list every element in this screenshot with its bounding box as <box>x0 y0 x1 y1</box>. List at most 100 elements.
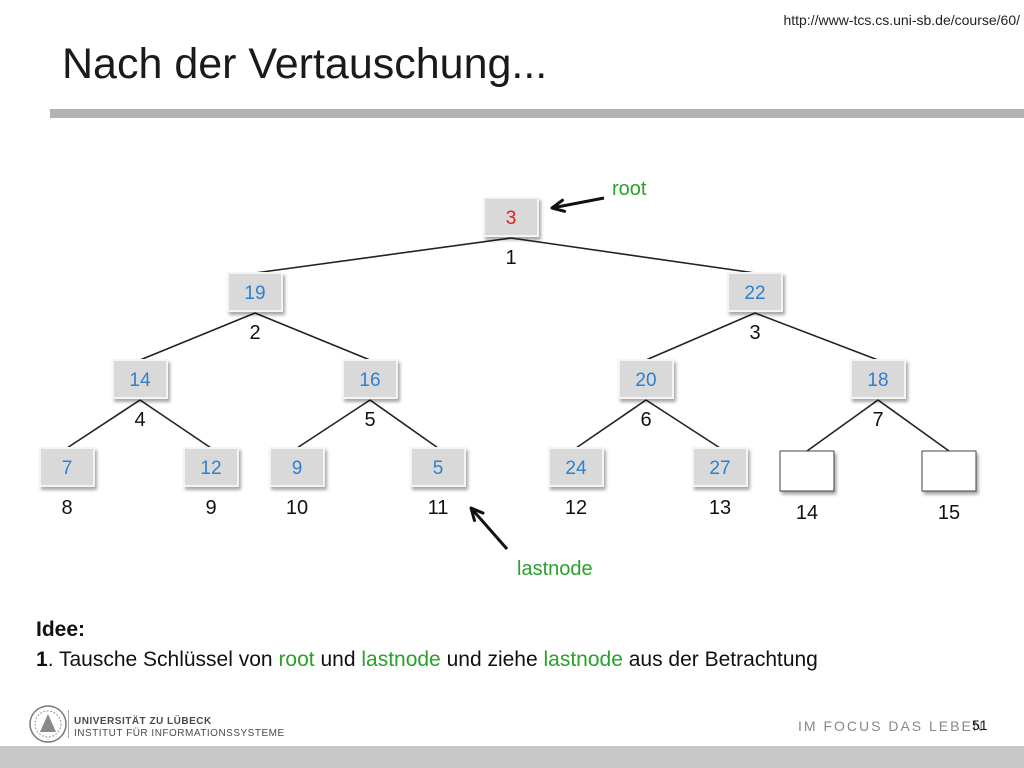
node-key: 16 <box>359 370 380 391</box>
node-box <box>269 447 325 487</box>
tree-edge <box>645 312 756 361</box>
heap-node: 5 11 <box>410 447 466 519</box>
node-key: 18 <box>867 370 888 391</box>
node-key: 27 <box>709 458 730 479</box>
node-box <box>227 272 283 312</box>
node-index: 12 <box>565 497 587 519</box>
idea-step-1: 1. Tausche Schlüssel von root und lastno… <box>36 648 818 672</box>
lastnode-label: lastnode <box>517 558 593 580</box>
tree-edge <box>254 237 512 274</box>
node-key: 14 <box>129 370 151 391</box>
idea-step-number: 1 <box>36 648 48 671</box>
tree-edge <box>510 237 756 274</box>
node-index: 13 <box>709 497 731 519</box>
node-box <box>483 197 539 237</box>
node-index: 2 <box>249 322 260 344</box>
heap-node: 78 <box>39 447 95 519</box>
node-index: 6 <box>640 409 651 431</box>
institute-name: INSTITUT FÜR INFORMATIONSSYSTEME <box>74 728 285 739</box>
node-index: 1 <box>505 247 516 269</box>
title-divider <box>50 109 1024 118</box>
slide-title: Nach der Vertauschung... <box>62 40 548 88</box>
tree-edges <box>66 237 950 452</box>
heap-node: 18 7 <box>850 359 906 431</box>
heap-node: 20 6 <box>618 359 674 431</box>
tree-edge <box>575 399 647 449</box>
idea-text-part: und ziehe <box>440 648 544 671</box>
tree-edge <box>254 312 371 361</box>
node-index: 8 <box>61 497 72 519</box>
node-index: 3 <box>749 322 760 344</box>
node-index: 5 <box>364 409 375 431</box>
idea-text-part: . Tausche Schlüssel von <box>47 648 279 671</box>
idea-lastnode-word: lastnode <box>543 648 623 671</box>
idea-text-part: und <box>314 648 362 671</box>
root-arrow-icon <box>550 196 605 213</box>
tree-edge <box>806 399 879 452</box>
root-label: root <box>612 178 647 200</box>
heap-node: 19 2 <box>227 272 283 344</box>
heap-node: 14 4 <box>112 359 168 431</box>
node-key: 12 <box>200 458 221 479</box>
university-seal-icon <box>29 705 69 743</box>
tree-edge <box>139 399 212 449</box>
node-box <box>342 359 398 399</box>
tree-edge <box>139 312 256 361</box>
empty-node-box <box>921 450 977 492</box>
tree-edge <box>645 399 721 449</box>
node-box <box>112 359 168 399</box>
tree-edge <box>296 399 371 449</box>
node-key: 24 <box>565 458 587 479</box>
node-key: 9 <box>292 458 303 479</box>
node-key: 20 <box>635 370 656 391</box>
heap-node: 27 13 <box>692 447 748 519</box>
source-url[interactable]: http://www-tcs.cs.uni-sb.de/course/60/ <box>783 12 1020 28</box>
idea-lastnode-word: lastnode <box>361 648 441 671</box>
node-box <box>548 447 604 487</box>
node-box <box>39 447 95 487</box>
heap-node: 14 <box>779 450 835 524</box>
heap-node: 31 <box>483 197 539 269</box>
node-key: 22 <box>744 283 765 304</box>
idea-heading: Idee: <box>36 618 86 641</box>
idea-root-word: root <box>278 648 315 671</box>
node-index: 10 <box>286 497 308 519</box>
node-box <box>692 447 748 487</box>
tree-edge <box>66 399 141 449</box>
lastnode-arrow-icon <box>469 506 509 550</box>
node-box <box>410 447 466 487</box>
heap-node: 24 12 <box>548 447 604 519</box>
node-index: 9 <box>205 497 216 519</box>
tree-edge <box>754 312 879 361</box>
tree-pointers: root lastnode <box>469 178 647 580</box>
node-key: 19 <box>244 283 265 304</box>
empty-node-box <box>779 450 835 492</box>
heap-node: 15 <box>921 450 977 524</box>
idea-block: Idee: 1. Tausche Schlüssel von root und … <box>36 618 818 672</box>
node-key: 7 <box>62 458 73 479</box>
node-key: 5 <box>433 458 444 479</box>
node-index: 7 <box>872 409 883 431</box>
heap-node: 22 3 <box>727 272 783 344</box>
footer-bar <box>0 746 1024 768</box>
idea-text-part: aus der Betrachtung <box>622 648 818 671</box>
node-box <box>727 272 783 312</box>
heap-node: 12 9 <box>183 447 239 519</box>
heap-node: 16 5 <box>342 359 398 431</box>
node-index: 14 <box>796 502 818 524</box>
node-key: 3 <box>506 208 517 229</box>
heap-node: 9 10 <box>269 447 325 519</box>
node-index: 11 <box>428 497 449 519</box>
university-title: UNIVERSITÄT ZU LÜBECK <box>74 716 212 727</box>
node-box <box>618 359 674 399</box>
university-name: UNIVERSITÄT ZU LÜBECK INSTITUT FÜR INFOR… <box>74 716 285 740</box>
slogan: IM FOCUS DAS LEBEN <box>798 718 985 734</box>
tree-edge <box>877 399 950 452</box>
node-box <box>183 447 239 487</box>
page-number: 51 <box>972 717 988 733</box>
node-box <box>850 359 906 399</box>
tree-edge <box>369 399 439 449</box>
node-index: 4 <box>134 409 145 431</box>
